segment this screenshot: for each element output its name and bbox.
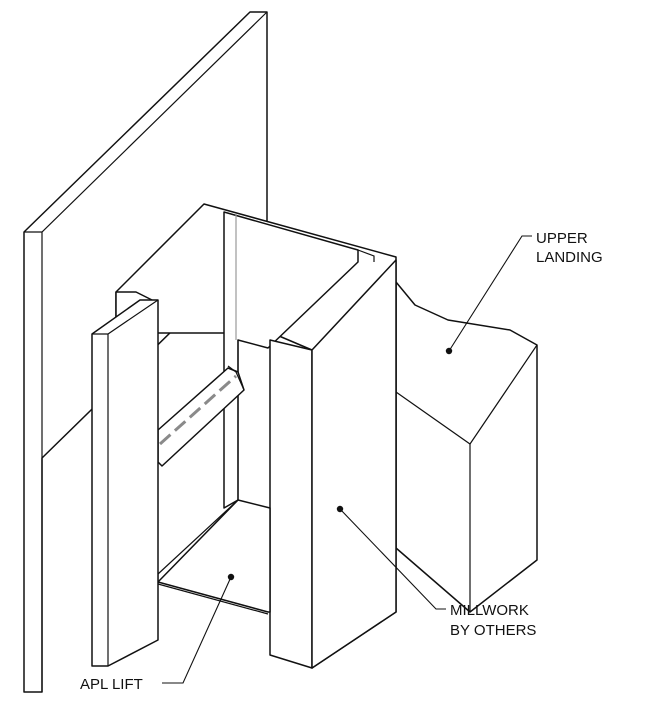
shaft-inner-back-wall — [223, 211, 359, 509]
callout-leaders — [162, 235, 532, 684]
label-millwork-line2: BY OTHERS — [450, 622, 536, 639]
platform-rear-edge — [157, 499, 239, 575]
callout-labels: UPPER LANDING MILLWORK BY OTHERS APL LIF… — [80, 230, 603, 693]
label-apl-lift: APL LIFT — [80, 676, 143, 693]
lift-platform-floor — [157, 499, 271, 615]
upper-landing-leader — [448, 235, 532, 352]
front-gate-panel — [91, 299, 159, 667]
upper-landing-block — [395, 281, 538, 613]
shaft-top-rim — [357, 249, 375, 262]
upper-landing-outline — [395, 281, 538, 613]
label-millwork-line1: MILLWORK — [450, 602, 529, 619]
apl-lift-leader — [162, 576, 232, 684]
platform-floor-surface — [157, 499, 271, 613]
right-cheek-wall-front — [269, 339, 313, 669]
handrail-grab-bar-dashed — [158, 374, 238, 446]
label-upper-line1: UPPER — [536, 230, 588, 247]
front-gate-outline — [91, 299, 159, 667]
millwork-leader — [339, 508, 446, 610]
right-cheek-wall-side — [311, 259, 397, 669]
lift-enclosure — [115, 203, 397, 669]
handrail-end-cap — [227, 365, 245, 391]
label-upper-line2: LANDING — [536, 249, 603, 266]
